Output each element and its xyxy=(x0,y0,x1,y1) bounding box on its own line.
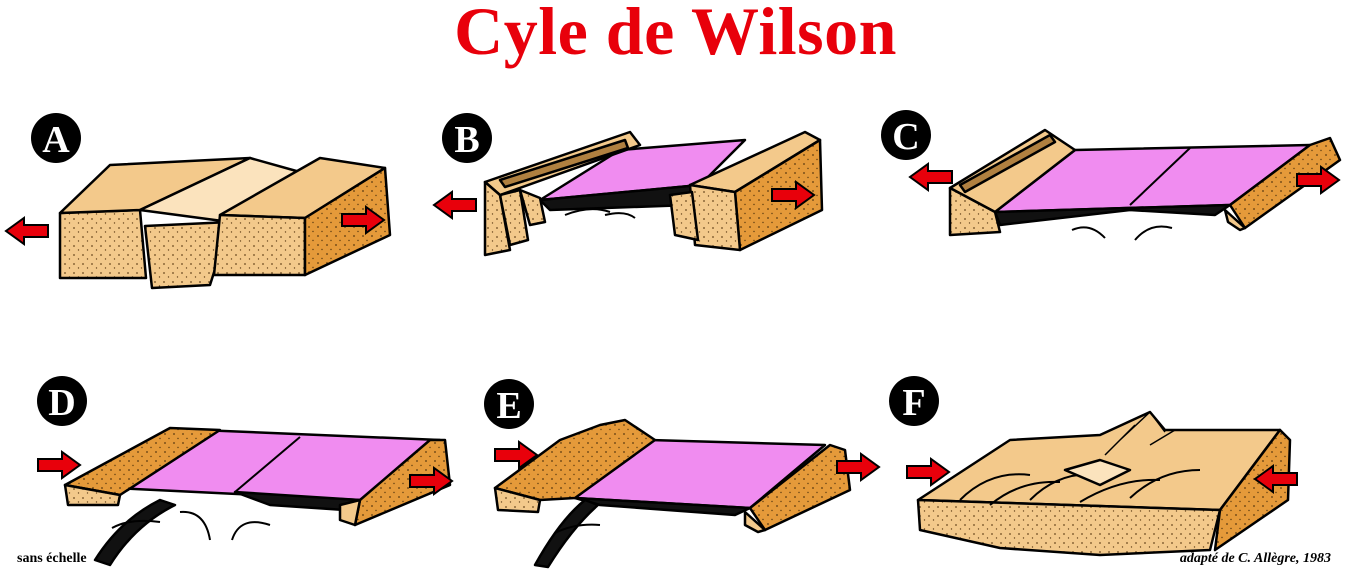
panel-b-block xyxy=(483,130,824,257)
scale-note: sans échelle xyxy=(17,551,87,566)
panel-e: E xyxy=(484,379,880,569)
panel-b: B xyxy=(433,113,824,257)
mantle-flow-left-icon xyxy=(179,510,211,541)
arrow-left-icon xyxy=(433,191,477,219)
panel-e-badge: E xyxy=(484,379,534,429)
panel-f: F xyxy=(889,376,1298,557)
arrow-right-icon xyxy=(37,451,81,479)
panel-c: C xyxy=(881,110,1342,241)
arrow-right-icon xyxy=(906,458,950,486)
arrow-left-icon xyxy=(909,163,953,191)
panel-e-block xyxy=(493,418,852,569)
panel-a: A xyxy=(5,113,392,290)
panel-a-block xyxy=(58,156,392,290)
panel-c-badge: C xyxy=(881,110,931,160)
svg-text:C: C xyxy=(892,116,919,158)
panel-f-badge: F xyxy=(889,376,939,426)
panel-d-badge: D xyxy=(37,376,87,426)
panel-d-block xyxy=(63,426,452,567)
panel-f-block xyxy=(916,410,1292,557)
panel-b-badge: B xyxy=(442,113,492,163)
panel-a-badge: A xyxy=(31,113,81,163)
arrow-left-icon xyxy=(5,217,49,245)
svg-text:B: B xyxy=(454,119,479,161)
credit-note: adapté de C. Allègre, 1983 xyxy=(1179,551,1331,566)
diagram-title: Cyle de Wilson xyxy=(454,0,897,69)
svg-text:D: D xyxy=(48,382,75,424)
panel-d: D xyxy=(37,376,453,567)
mantle-flow-right-icon xyxy=(231,521,271,541)
mantle-flow-left-icon xyxy=(554,523,601,534)
svg-text:E: E xyxy=(496,385,521,427)
svg-text:F: F xyxy=(902,382,925,424)
svg-text:A: A xyxy=(42,119,70,161)
mantle-flow-right-icon xyxy=(1134,225,1173,241)
mantle-flow-left-icon xyxy=(564,208,611,216)
mantle-flow-left-icon xyxy=(1071,226,1106,239)
mantle-flow-left-icon xyxy=(111,519,161,529)
panel-c-block xyxy=(948,128,1342,237)
mantle-flow-right-icon xyxy=(604,212,636,219)
